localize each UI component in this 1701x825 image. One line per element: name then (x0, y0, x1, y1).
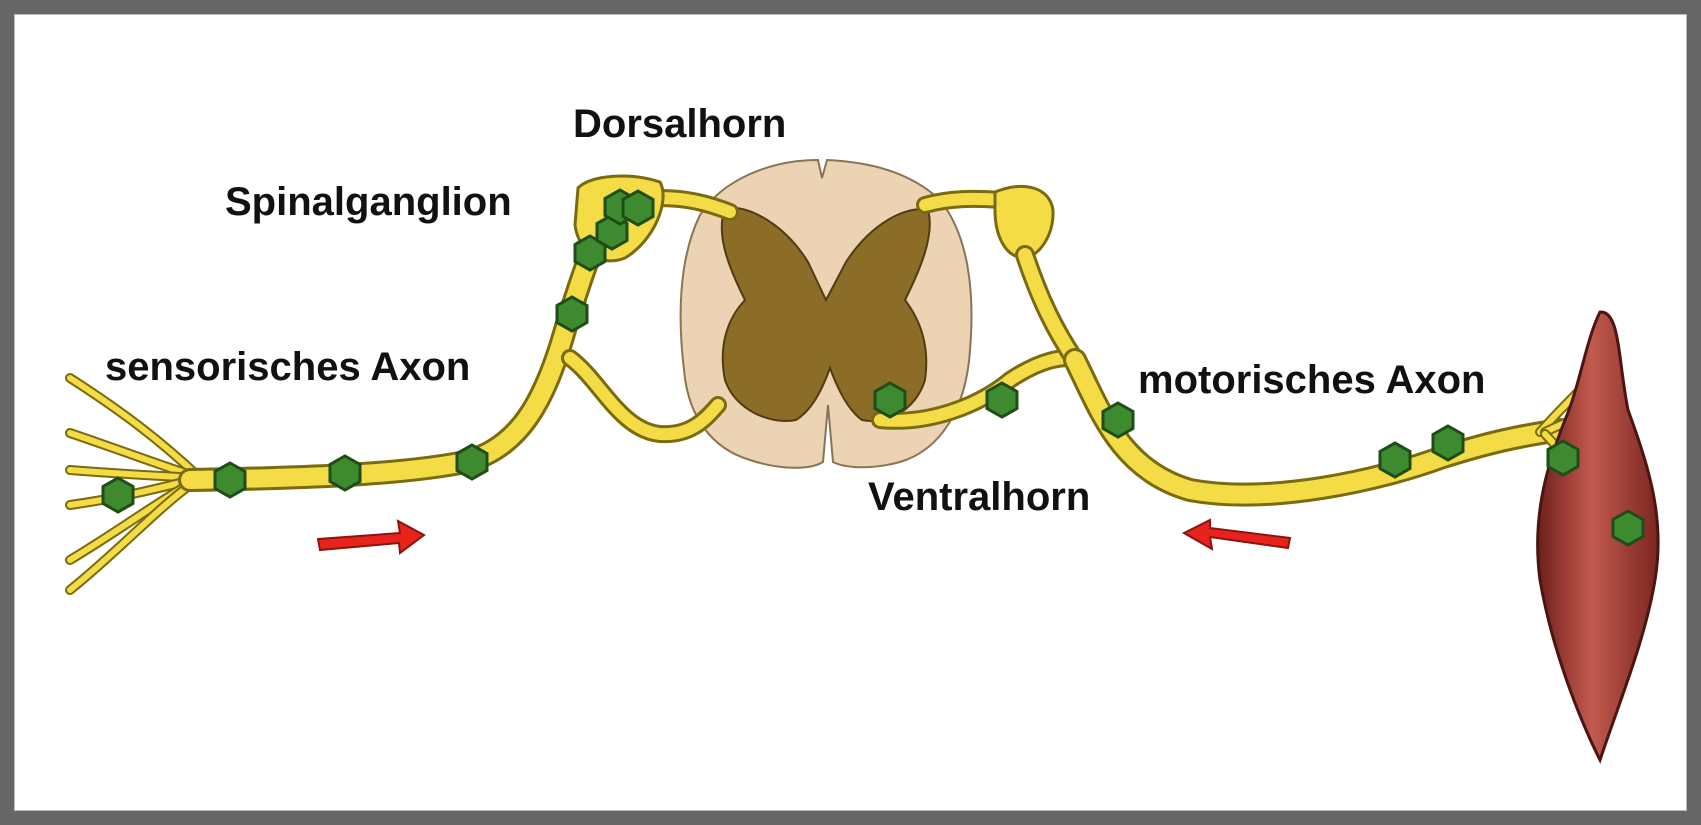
sensory-axon (190, 198, 730, 480)
hexagon-icon (1433, 426, 1463, 460)
hexagon-icon (215, 463, 245, 497)
hexagon-icon (557, 297, 587, 331)
ventral-horn-label: Ventralhorn (868, 475, 1090, 519)
right-ganglion (925, 199, 1000, 205)
hexagon-icon (1548, 441, 1578, 475)
spinal-ganglion-label: Spinalganglion (225, 180, 512, 224)
hexagon-icon (987, 383, 1017, 417)
sensory-axon-label: sensorisches Axon (105, 345, 470, 389)
hexagon-icon (457, 445, 487, 479)
dorsal-horn-label: Dorsalhorn (573, 102, 786, 146)
hexagon-icon (1103, 403, 1133, 437)
hexagon-icon (330, 456, 360, 490)
motor-axon-label: motorisches Axon (1138, 358, 1485, 402)
hexagon-icon (103, 478, 133, 512)
hexagon-icon (623, 191, 653, 225)
red-arrow-icon (318, 521, 424, 553)
red-arrow-icon (1184, 520, 1290, 549)
hexagon-icon (875, 383, 905, 417)
hexagon-icon (1613, 511, 1643, 545)
hexagon-icon (1380, 443, 1410, 477)
